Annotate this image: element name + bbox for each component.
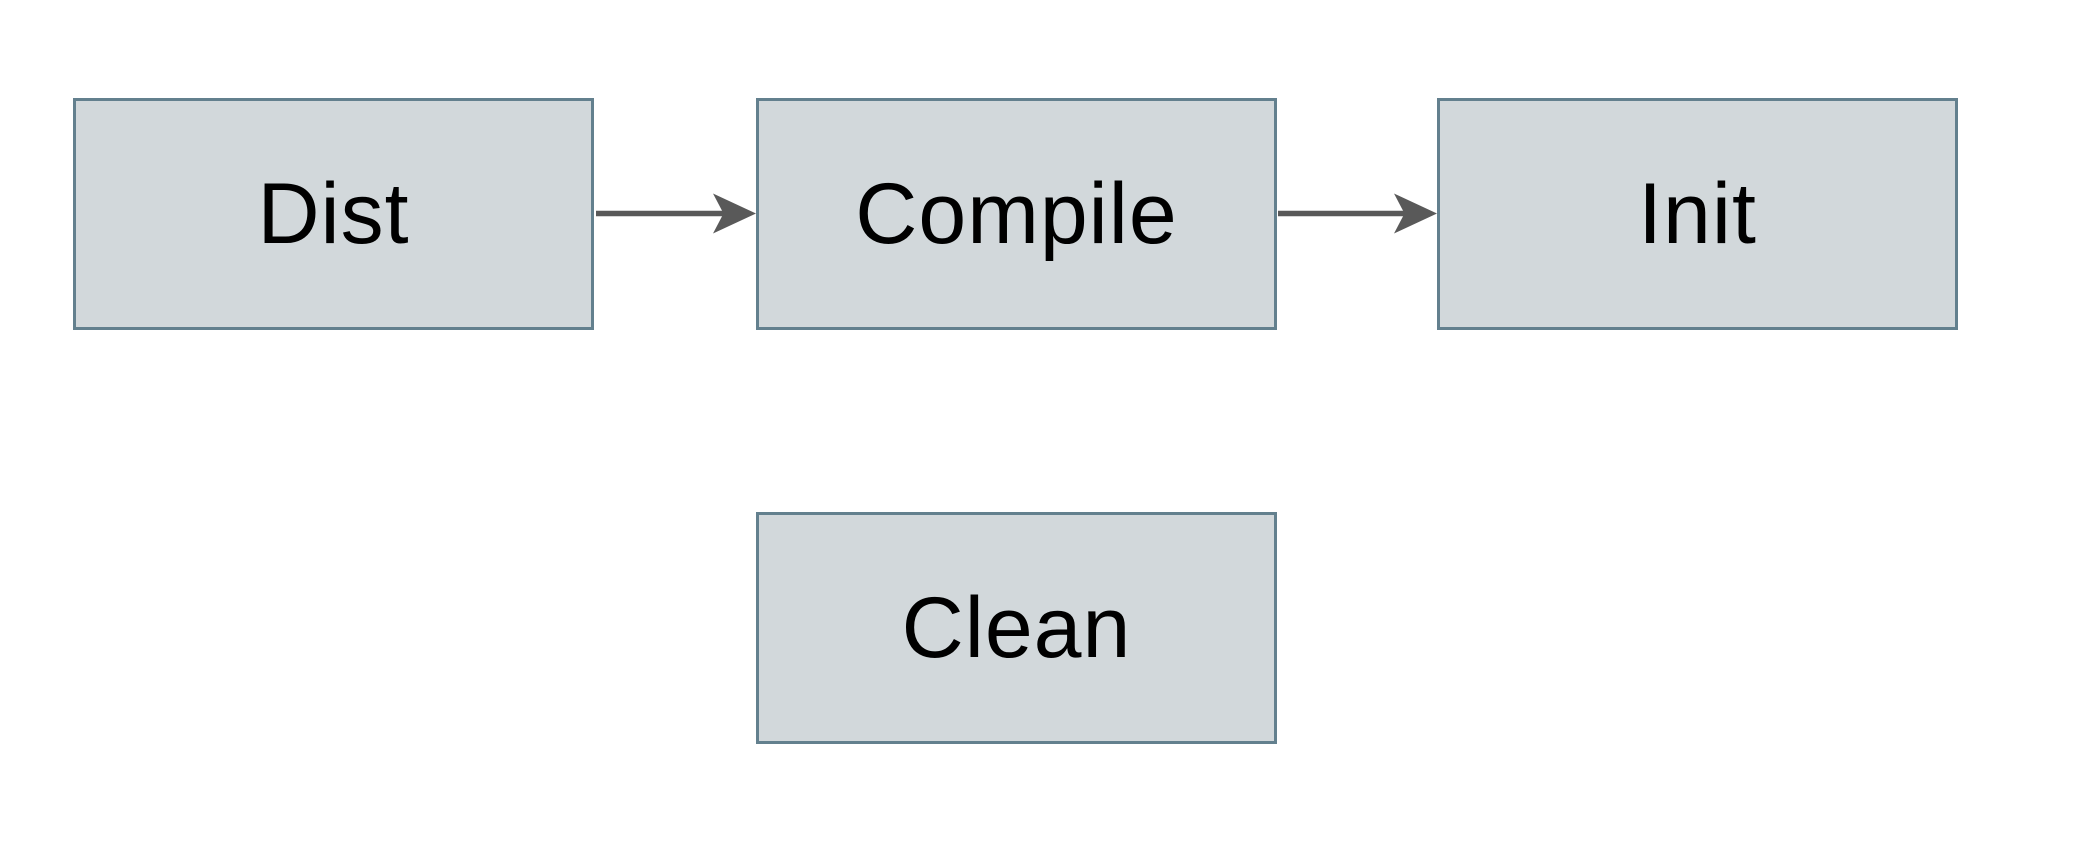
node-init[interactable]: Init xyxy=(1437,98,1958,330)
arrow-dist-to-compile xyxy=(596,193,756,234)
arrowhead-icon xyxy=(1394,193,1437,234)
node-compile[interactable]: Compile xyxy=(756,98,1277,330)
node-clean-label: Clean xyxy=(901,580,1132,676)
node-init-label: Init xyxy=(1638,166,1757,262)
node-dist-label: Dist xyxy=(257,166,410,262)
arrowhead-icon xyxy=(713,193,756,234)
node-dist[interactable]: Dist xyxy=(73,98,594,330)
arrow-compile-to-init xyxy=(1278,193,1437,234)
node-compile-label: Compile xyxy=(855,166,1178,262)
node-clean[interactable]: Clean xyxy=(756,512,1277,744)
